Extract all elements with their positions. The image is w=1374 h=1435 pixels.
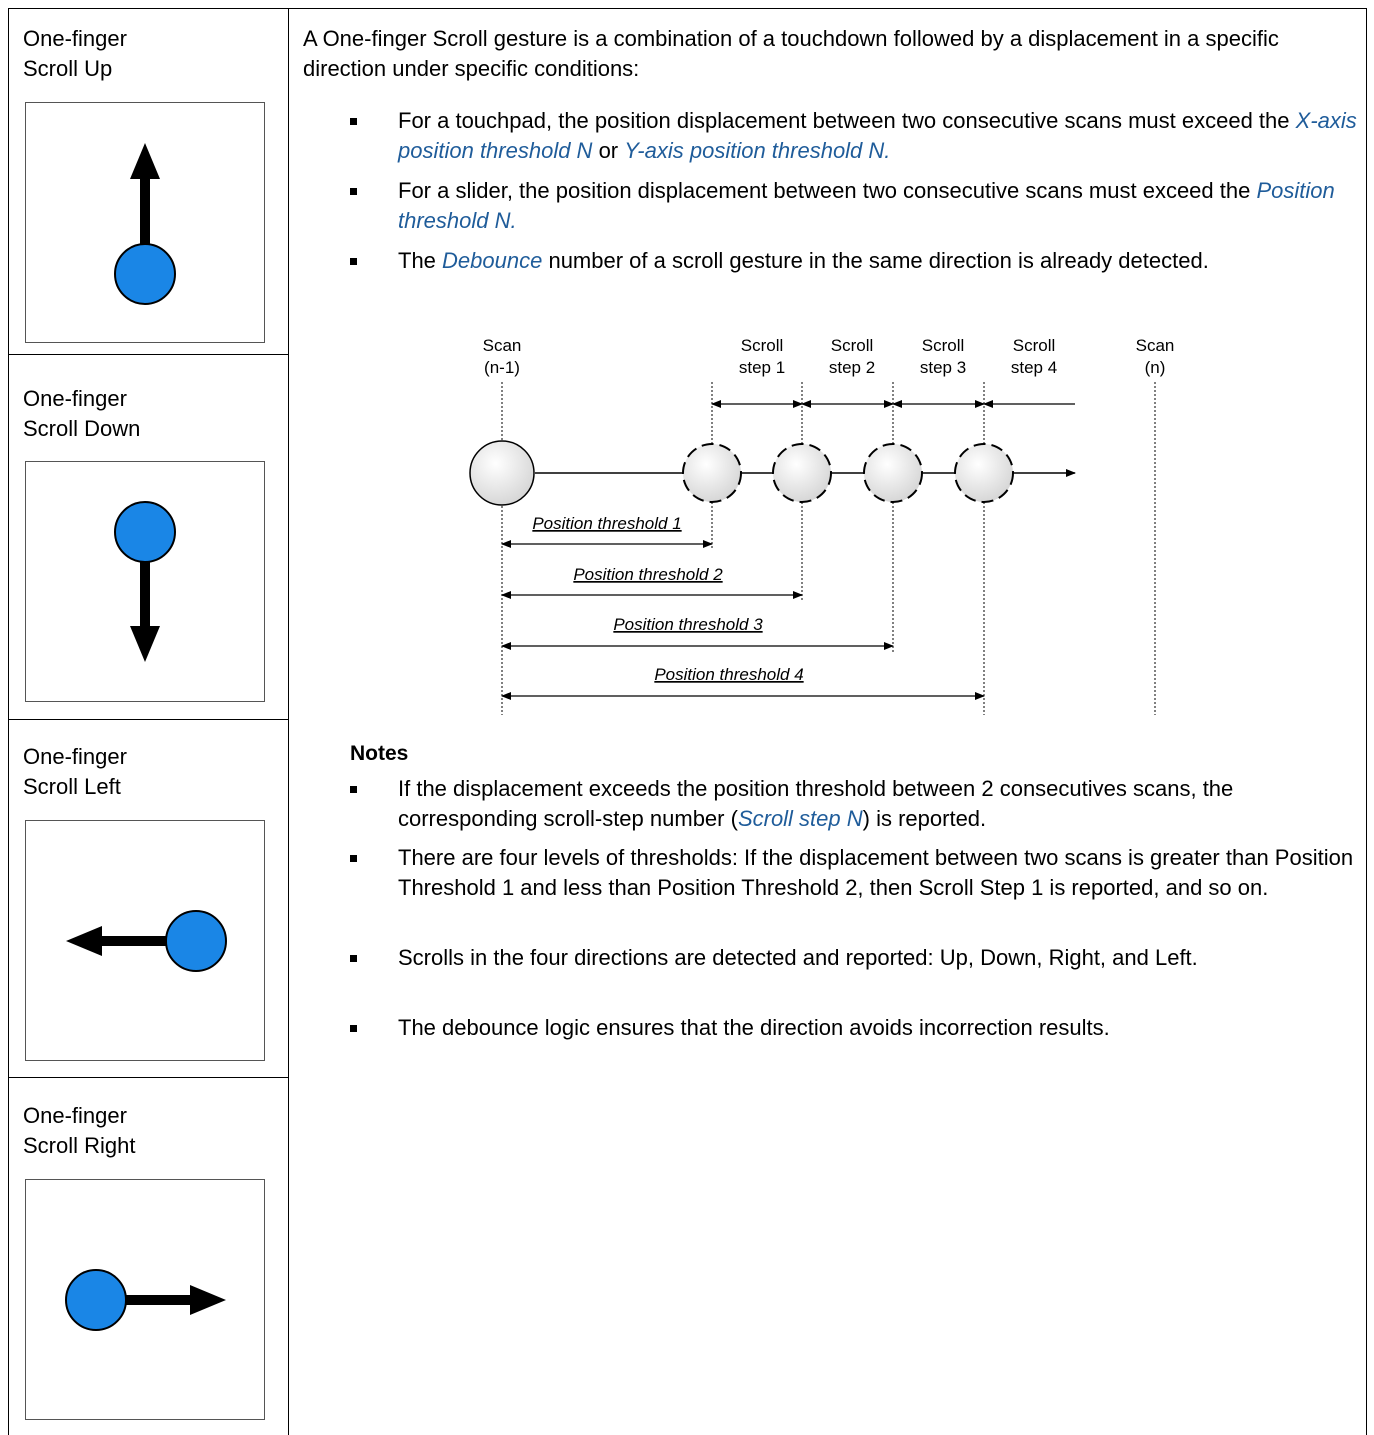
bullet-touchpad: For a touchpad, the position displacemen… <box>398 106 1358 166</box>
intro-paragraph: A One-finger Scroll gesture is a combina… <box>303 26 1279 81</box>
scroll-down-icon <box>114 501 176 662</box>
link-position-threshold[interactable]: Position threshold N. <box>398 178 1335 233</box>
scroll-step-label: Scroll <box>922 336 965 355</box>
column-divider <box>288 8 289 1435</box>
link-scroll-step[interactable]: Scroll step N <box>737 806 863 831</box>
gesture-illustration-scroll-down <box>25 461 265 702</box>
row-divider <box>8 1077 289 1078</box>
gesture-title-scroll-left: One-finger Scroll Left <box>23 744 127 799</box>
threshold-label: Position threshold 2 <box>573 565 723 584</box>
link-x-axis-threshold[interactable]: X-axis position threshold N <box>398 108 1357 163</box>
touchdown-circle <box>469 440 535 506</box>
bullet-marker <box>350 118 357 125</box>
step-position-circle <box>863 443 923 503</box>
scroll-step-label: step 1 <box>739 358 785 377</box>
bullet-text: For a touchpad, the position displacemen… <box>398 108 1296 133</box>
gesture-table <box>8 8 1367 1435</box>
note-text: If the displacement exceeds the position… <box>398 776 1234 831</box>
scroll-right-icon <box>65 1269 226 1331</box>
note-item: If the displacement exceeds the position… <box>398 774 1358 834</box>
bullet-text: number of a scroll gesture in the same d… <box>542 248 1209 273</box>
scan-prev-label: (n-1) <box>484 358 520 377</box>
bullet-marker <box>350 955 357 962</box>
scroll-step-label: step 3 <box>920 358 966 377</box>
step-position-circle <box>772 443 832 503</box>
scroll-step-label: step 2 <box>829 358 875 377</box>
row-divider <box>8 354 289 355</box>
note-item: Scrolls in the four directions are detec… <box>398 945 1198 970</box>
notes-heading: Notes <box>350 742 409 765</box>
gesture-title-scroll-down: One-finger Scroll Down <box>23 386 141 441</box>
step-position-circle <box>682 443 742 503</box>
gesture-illustration-scroll-left <box>25 820 265 1061</box>
scan-next-label: (n) <box>1145 358 1166 377</box>
link-y-axis-threshold[interactable]: Y-axis position threshold N. <box>624 138 891 163</box>
bullet-debounce: The Debounce number of a scroll gesture … <box>398 246 1358 276</box>
scroll-left-icon <box>66 910 227 972</box>
gesture-illustration-scroll-right <box>25 1179 265 1420</box>
gesture-title-scroll-up: One-finger Scroll Up <box>23 26 127 81</box>
step-position-circle <box>954 443 1014 503</box>
scan-next-label: Scan <box>1136 336 1175 355</box>
gesture-illustration-scroll-up <box>25 102 265 343</box>
bullet-text: The <box>398 248 443 273</box>
scroll-step-label: step 4 <box>1011 358 1057 377</box>
bullet-marker <box>350 855 357 862</box>
scroll-up-icon <box>114 143 176 305</box>
note-item: There are four levels of thresholds: If … <box>398 845 1354 900</box>
row-divider <box>8 719 289 720</box>
bullet-text: or <box>592 138 625 163</box>
bullet-marker <box>350 258 357 265</box>
threshold-label: Position threshold 3 <box>613 615 763 634</box>
bullet-marker <box>350 786 357 793</box>
gesture-title-scroll-right: One-finger Scroll Right <box>23 1103 136 1158</box>
scroll-step-label: Scroll <box>1013 336 1056 355</box>
scan-prev-label: Scan <box>483 336 522 355</box>
scroll-step-label: Scroll <box>831 336 874 355</box>
link-debounce[interactable]: Debounce <box>442 248 543 273</box>
note-item: The debounce logic ensures that the dire… <box>398 1015 1110 1040</box>
threshold-label: Position threshold 1 <box>532 514 681 533</box>
scroll-step-diagram: Scan (n-1) Scroll step 1 Scroll step 2 S… <box>469 336 1175 715</box>
bullet-slider: For a slider, the position displacement … <box>398 176 1358 236</box>
bullet-marker <box>350 1025 357 1032</box>
bullet-text: For a slider, the position displacement … <box>398 178 1257 203</box>
bullet-marker <box>350 188 357 195</box>
threshold-label: Position threshold 4 <box>654 665 803 684</box>
scroll-step-label: Scroll <box>741 336 784 355</box>
note-text: ) is reported. <box>862 806 987 831</box>
